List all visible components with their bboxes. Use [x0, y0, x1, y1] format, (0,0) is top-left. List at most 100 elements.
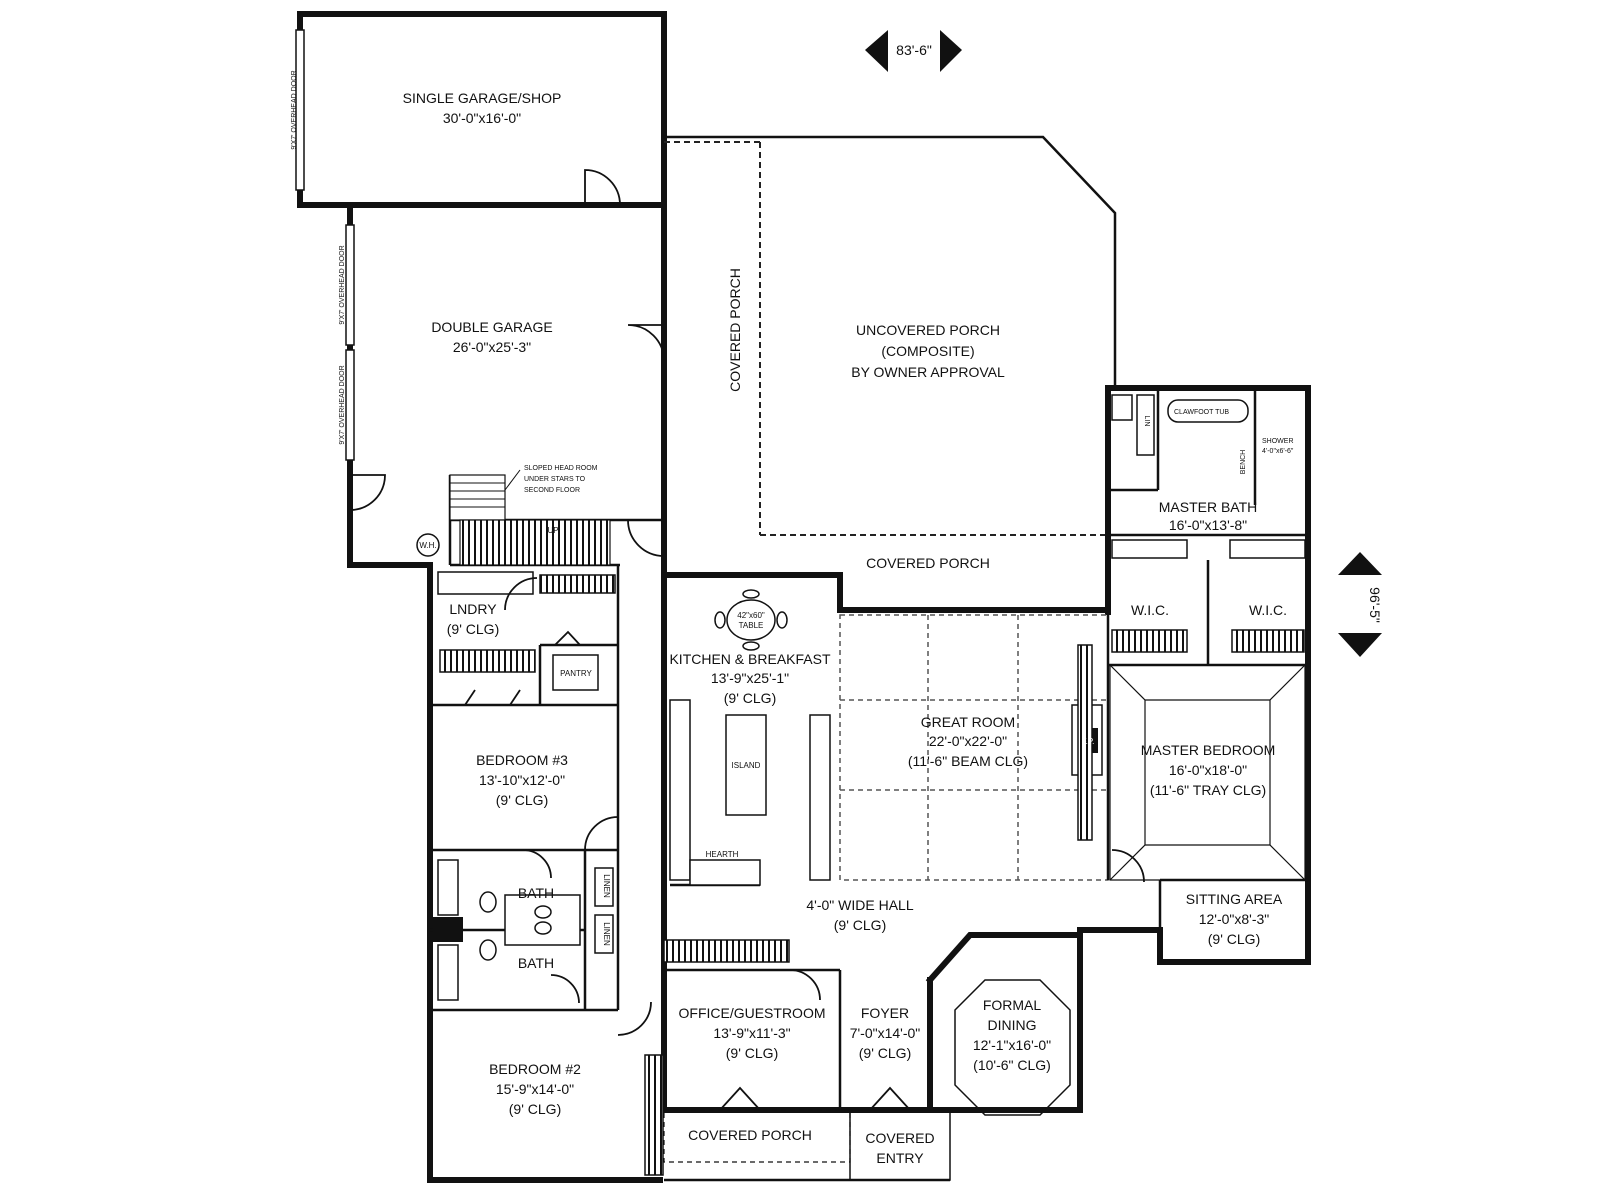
single-garage-size: 30'-0"x16'-0"	[443, 110, 521, 126]
formal-dining-size: 12'-1"x16'-0"	[973, 1037, 1051, 1053]
master-bath-size: 16'-0"x13'-8"	[1169, 517, 1247, 533]
table-label-1: 42"x60"	[737, 611, 765, 620]
water-heater-label: W.H.	[419, 541, 436, 550]
double-garage-door-b-label: 9'X7' OVERHEAD DOOR	[339, 365, 346, 444]
great-room-beams	[839, 612, 1110, 881]
fireplace-label: F.P.	[1082, 737, 1095, 746]
bedroom2-name: BEDROOM #2	[489, 1061, 581, 1077]
office-clg: (9' CLG)	[726, 1045, 778, 1061]
sitting-area-clg: (9' CLG)	[1208, 931, 1260, 947]
up-label: UP	[547, 526, 558, 535]
lower-center-walls	[663, 932, 1083, 1181]
kitchen-area	[669, 589, 831, 887]
sitting-area-name: SITTING AREA	[1186, 891, 1283, 907]
great-room-size: 22'-0"x22'-0"	[929, 733, 1007, 749]
svg-text:SLOPED HEAD ROOM: SLOPED HEAD ROOM	[524, 465, 598, 472]
kitchen-clg: (9' CLG)	[724, 690, 776, 706]
bedroom3-size: 13'-10"x12'-0"	[479, 772, 565, 788]
shower-line1: SHOWER	[1262, 438, 1294, 445]
bedroom2-clg: (9' CLG)	[509, 1101, 561, 1117]
width-label: 83'-6"	[896, 42, 932, 58]
great-room-clg: (11'-6" BEAM CLG)	[908, 753, 1028, 769]
hall-clg: (9' CLG)	[834, 917, 886, 933]
double-garage-name: DOUBLE GARAGE	[431, 319, 552, 335]
foyer-clg: (9' CLG)	[859, 1045, 911, 1061]
master-bedroom-clg: (11'-6" TRAY CLG)	[1150, 782, 1266, 798]
double-garage-door-a-label: 9'X7' OVERHEAD DOOR	[339, 245, 346, 324]
kitchen-name: KITCHEN & BREAKFAST	[669, 651, 830, 667]
kitchen-size: 13'-9"x25'-1"	[711, 670, 789, 686]
wic-left-label: W.I.C.	[1131, 602, 1169, 618]
office-name: OFFICE/GUESTROOM	[679, 1005, 826, 1021]
bath-lower-name: BATH	[518, 955, 554, 971]
bedroom3-clg: (9' CLG)	[496, 792, 548, 808]
double-garage-door-a	[345, 224, 355, 346]
left-arrow-icon	[865, 30, 888, 72]
sloped-head-room-note: SLOPED HEAD ROOM UNDER STARS TO SECOND F…	[504, 465, 598, 494]
svg-text:SECOND FLOOR: SECOND FLOOR	[524, 487, 580, 494]
porch-outlines	[664, 135, 1117, 536]
linen-closet-lower	[594, 914, 614, 954]
single-garage-door-label: 9'X7' OVERHEAD DOOR	[291, 70, 298, 149]
formal-dining-line1: FORMAL	[983, 997, 1042, 1013]
master-bedroom-name: MASTER BEDROOM	[1141, 742, 1276, 758]
garage-rear-door	[349, 474, 386, 511]
table-label-2: TABLE	[739, 621, 764, 630]
foyer-name: FOYER	[861, 1005, 909, 1021]
covered-porch-front-label: COVERED PORCH	[688, 1127, 812, 1143]
master-bedroom-size: 16'-0"x18'-0"	[1169, 762, 1247, 778]
wic-right-label: W.I.C.	[1249, 602, 1287, 618]
formal-dining-line2: DINING	[988, 1017, 1037, 1033]
double-garage-door-b	[345, 349, 355, 461]
hearth-label: HEARTH	[706, 850, 739, 859]
garage-house-door	[627, 519, 665, 557]
linen-lower-label: LINEN	[602, 922, 611, 946]
single-garage-door	[295, 29, 305, 191]
covered-entry-line1: COVERED	[865, 1130, 934, 1146]
laundry-clg: (9' CLG)	[447, 621, 499, 637]
master-bath-name: MASTER BATH	[1159, 499, 1258, 515]
shower-line2: 4'-0"x6'-6"	[1262, 448, 1294, 455]
garage-side-door	[627, 324, 665, 362]
garage-shop-door	[584, 169, 621, 206]
right-arrow-icon	[940, 30, 962, 72]
water-heater	[416, 533, 440, 557]
master-linen-label: LIN	[1143, 416, 1150, 427]
hall-name: 4'-0" WIDE HALL	[806, 897, 913, 913]
office-size: 13'-9"x11'-3"	[713, 1025, 790, 1041]
uncovered-porch-line3: BY OWNER APPROVAL	[851, 364, 1005, 380]
bedroom3-name: BEDROOM #3	[476, 752, 568, 768]
great-room-name: GREAT ROOM	[921, 714, 1015, 730]
left-wing-interior	[430, 571, 664, 1176]
width-dimension: 83'-6"	[865, 30, 962, 72]
foyer-size: 7'-0"x14'-0"	[850, 1025, 921, 1041]
uncovered-porch-line1: UNCOVERED PORCH	[856, 322, 1000, 338]
covered-porch-rear-label: COVERED PORCH	[866, 555, 990, 571]
depth-label: 96'-5"	[1367, 587, 1383, 623]
bedroom2-size: 15'-9"x14'-0"	[496, 1081, 574, 1097]
island-label: ISLAND	[732, 761, 761, 770]
covered-entry-line2: ENTRY	[876, 1150, 924, 1166]
single-garage-name: SINGLE GARAGE/SHOP	[403, 90, 562, 106]
formal-dining-clg: (10'-6" CLG)	[973, 1057, 1051, 1073]
down-arrow-icon	[1338, 633, 1382, 657]
bath-upper-name: BATH	[518, 885, 554, 901]
sitting-area-size: 12'-0"x8'-3"	[1199, 911, 1270, 927]
double-garage-size: 26'-0"x25'-3"	[453, 339, 531, 355]
covered-porch-side-label: COVERED PORCH	[727, 268, 743, 392]
left-wing-doors	[464, 577, 652, 1036]
bench-label: BENCH	[1240, 450, 1247, 475]
laundry-name: LNDRY	[449, 601, 497, 617]
pantry	[552, 654, 599, 691]
svg-text:UNDER STARS TO: UNDER STARS TO	[524, 476, 586, 483]
pantry-label: PANTRY	[560, 669, 592, 678]
master-suite-interior	[1108, 390, 1308, 962]
linen-closet-upper	[594, 867, 614, 907]
linen-upper-label: LINEN	[602, 874, 611, 898]
up-arrow-icon	[1338, 552, 1382, 575]
uncovered-porch-line2: (COMPOSITE)	[881, 343, 974, 359]
depth-dimension: 96'-5"	[1338, 552, 1383, 657]
clawfoot-tub-label: CLAWFOOT TUB	[1174, 409, 1229, 416]
stairs	[449, 474, 611, 566]
